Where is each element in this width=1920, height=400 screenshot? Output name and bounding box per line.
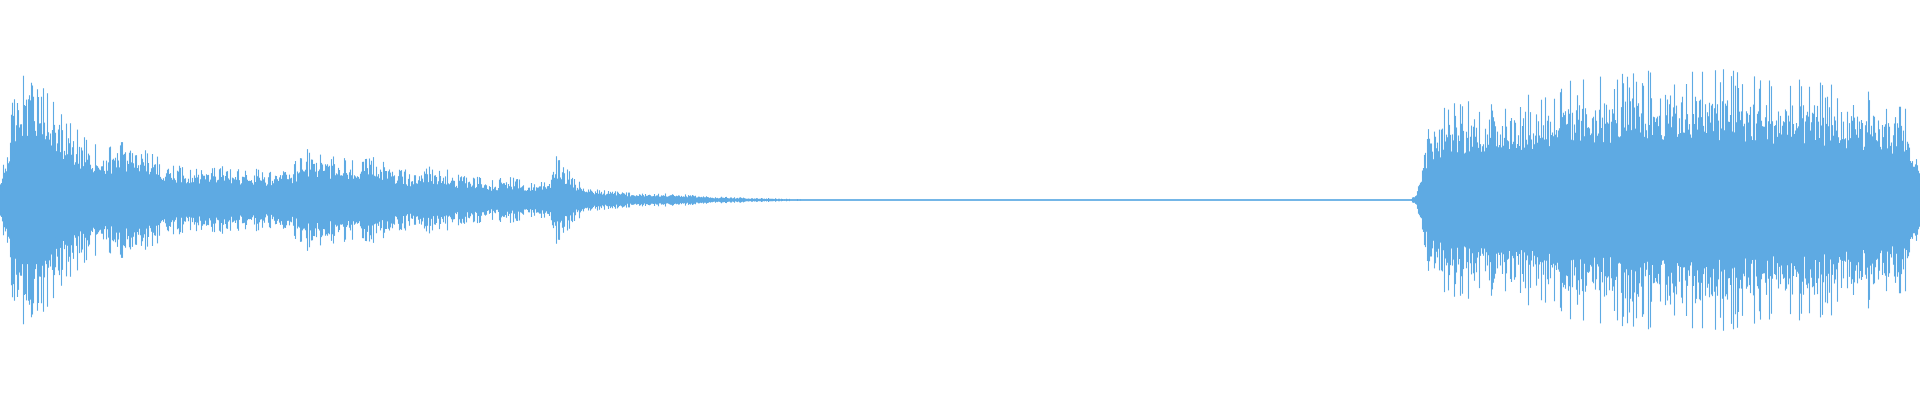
waveform-body [0, 148, 1920, 252]
waveform-bars [0, 69, 1920, 331]
